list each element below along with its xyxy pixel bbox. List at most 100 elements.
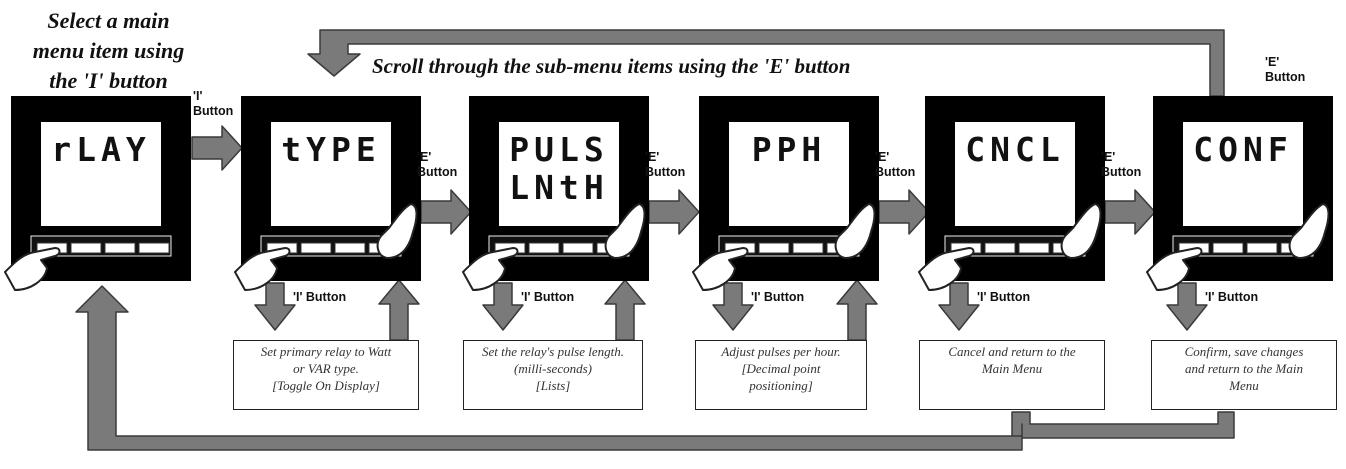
- description-line: [Lists]: [535, 378, 571, 393]
- lcd-line-1: PULS: [509, 130, 608, 169]
- main-title: Select a main menu item using the 'I' bu…: [6, 6, 211, 96]
- i-button-down-arrow: [482, 282, 524, 331]
- i-button-label: 'I' Button: [521, 290, 575, 304]
- lcd-line-1: rLAY: [51, 130, 150, 169]
- hand-i-press-icon: [918, 247, 975, 291]
- lcd-screen: [729, 122, 849, 226]
- first-i-button-label: 'I' Button: [193, 89, 233, 119]
- next-item-arrow: [878, 189, 930, 235]
- description-line: Set the relay's pulse length.: [481, 344, 625, 359]
- label-line: Button: [193, 104, 234, 118]
- hand-e-press-icon: [604, 203, 646, 259]
- label-line: 'E': [1101, 150, 1116, 164]
- description-line: Main Menu: [981, 361, 1043, 376]
- return-up-arrow: [836, 279, 878, 341]
- description-line: Set primary relay to Watt: [260, 344, 392, 359]
- description-line: Menu: [1229, 378, 1259, 393]
- front-panel-button: [138, 242, 170, 254]
- menu-item-description: Set primary relay to Watt or VAR type. [To…: [233, 340, 419, 410]
- label-line: Button: [645, 165, 686, 179]
- front-panel-button: [984, 242, 1016, 254]
- lcd-line-1: CONF: [1193, 130, 1292, 169]
- front-panel-button: [1212, 242, 1244, 254]
- e-button-label: 'E'Button: [1101, 150, 1141, 180]
- e-button-label: 'E'Button: [875, 150, 915, 180]
- label-line: Button: [875, 165, 916, 179]
- main-title-line: menu item using: [32, 38, 185, 63]
- label-line: 'E': [1265, 55, 1280, 69]
- label-line: 'E': [875, 150, 890, 164]
- description-line: and return to the Main: [1185, 361, 1303, 376]
- e-button-label: 'E'Button: [645, 150, 685, 180]
- front-panel-button: [528, 242, 560, 254]
- return-up-arrow: [604, 279, 646, 341]
- i-button-down-arrow: [712, 282, 754, 331]
- front-panel-button: [1246, 242, 1278, 254]
- hand-i-press-icon: [462, 247, 519, 291]
- i-button-down-arrow: [938, 282, 980, 331]
- lcd-line-2: LNtH: [509, 168, 608, 207]
- front-panel-button: [1018, 242, 1050, 254]
- scroll-back-arrow: [307, 29, 1225, 97]
- description-line: positioning]: [749, 378, 813, 393]
- label-line: 'E': [417, 150, 432, 164]
- meter-device: rLAY: [4, 96, 191, 291]
- label-line: Button: [1101, 165, 1142, 179]
- scroll-title: Scroll through the sub-menu items using …: [372, 54, 851, 78]
- meter-device: tYPE: [234, 96, 421, 291]
- i-button-label: 'I' Button: [977, 290, 1031, 304]
- return-connector: [1011, 411, 1235, 439]
- i-button-down-arrow: [1166, 282, 1208, 331]
- label-line: Button: [1265, 70, 1306, 84]
- description-line: (milli-seconds): [514, 361, 592, 376]
- meter-device: CNCL: [918, 96, 1105, 291]
- main-title-line: the 'I' button: [49, 68, 168, 93]
- lcd-screen: [1183, 122, 1303, 226]
- hand-e-press-icon: [834, 203, 876, 259]
- front-panel-button: [792, 242, 824, 254]
- lcd-screen: [499, 122, 619, 226]
- i-button-label: 'I' Button: [293, 290, 347, 304]
- front-panel-button: [70, 242, 102, 254]
- hand-e-press-icon: [1060, 203, 1102, 259]
- description-line: or VAR type.: [293, 361, 359, 376]
- next-item-arrow: [191, 125, 243, 171]
- description-line: [Decimal point: [741, 361, 821, 376]
- meter-device: CONF: [1146, 96, 1333, 291]
- front-panel-button: [300, 242, 332, 254]
- top-e-button-label: 'E' Button: [1265, 55, 1305, 85]
- description-line: Cancel and return to the: [948, 344, 1076, 359]
- e-button-label: 'E'Button: [417, 150, 457, 180]
- description-line: Adjust pulses per hour.: [721, 344, 841, 359]
- menu-item-description: Set the relay's pulse length. (milli-seco…: [463, 340, 643, 410]
- next-item-arrow: [420, 189, 472, 235]
- lcd-line-1: PPH: [752, 130, 827, 169]
- hand-i-press-icon: [234, 247, 291, 291]
- menu-item-description: Adjust pulses per hour. [Decimal point pos…: [695, 340, 867, 410]
- next-item-arrow: [648, 189, 700, 235]
- description-line: [Toggle On Display]: [272, 378, 380, 393]
- lcd-line-1: tYPE: [281, 130, 380, 169]
- i-button-down-arrow: [254, 282, 296, 331]
- return-up-arrow: [378, 279, 420, 341]
- hand-i-press-icon: [1146, 247, 1203, 291]
- front-panel-button: [334, 242, 366, 254]
- hand-e-press-icon: [1288, 203, 1330, 259]
- i-button-label: 'I' Button: [751, 290, 805, 304]
- front-panel-button: [562, 242, 594, 254]
- hand-i-press-icon: [692, 247, 749, 291]
- i-button-label: 'I' Button: [1205, 290, 1259, 304]
- label-line: 'E': [645, 150, 660, 164]
- meter-device: PPH: [692, 96, 879, 291]
- next-item-arrow: [1104, 189, 1156, 235]
- main-title-line: Select a main: [47, 8, 170, 33]
- lcd-screen: [271, 122, 391, 226]
- label-line: Button: [417, 165, 458, 179]
- lcd-line-1: CNCL: [965, 130, 1064, 169]
- lcd-screen: [955, 122, 1075, 226]
